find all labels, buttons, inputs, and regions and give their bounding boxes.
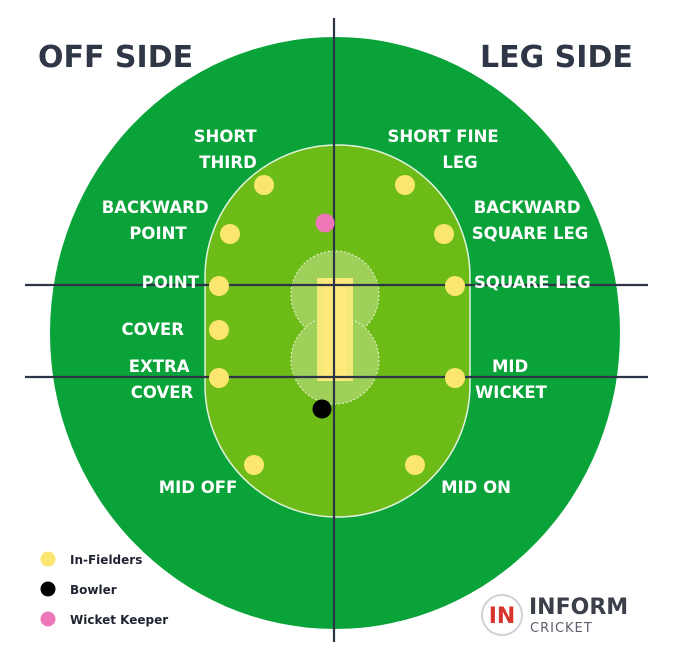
- brand-name: INFORM: [529, 595, 628, 620]
- legend-keeper-label: Wicket Keeper: [70, 613, 168, 627]
- fielder-square-leg: [445, 276, 465, 296]
- leg-side-title: LEG SIDE: [480, 40, 633, 75]
- fielder-short-third: [254, 175, 274, 195]
- fielder-cover: [209, 320, 229, 340]
- label-short-fine-leg: SHORT FINE LEG: [388, 127, 505, 172]
- inform-cricket-logo: IN INFORM CRICKET: [481, 594, 628, 636]
- brand-sub: CRICKET: [530, 621, 593, 636]
- fielder-mid-on: [405, 455, 425, 475]
- logo-letters: IN: [489, 604, 516, 629]
- label-square-leg: SQUARE LEG: [474, 273, 591, 292]
- bowler-dot: [312, 399, 332, 419]
- label-short-third: SHORT THIRD: [194, 127, 263, 172]
- legend-keeper-swatch: [40, 611, 56, 627]
- label-mid-wicket: MID WICKET: [475, 357, 548, 402]
- off-side-title: OFF SIDE: [38, 40, 193, 75]
- legend-infielder-swatch: [40, 551, 56, 567]
- logo-badge: [481, 594, 523, 636]
- fielder-short-fine-leg: [395, 175, 415, 195]
- label-cover: COVER: [122, 320, 185, 339]
- wicket-keeper-dot: [315, 213, 335, 233]
- fielder-backward-point: [220, 224, 240, 244]
- fielder-mid-wicket: [445, 368, 465, 388]
- fielder-extra-cover: [209, 368, 229, 388]
- legend: In-Fielders Bowler Wicket Keeper: [40, 551, 168, 627]
- fielder-mid-off: [244, 455, 264, 475]
- fielder-point: [209, 276, 229, 296]
- legend-infielders-label: In-Fielders: [70, 553, 142, 567]
- legend-bowler-swatch: [40, 581, 56, 597]
- label-mid-off: MID OFF: [159, 478, 238, 497]
- label-mid-on: MID ON: [441, 478, 511, 497]
- label-extra-cover: EXTRA COVER: [129, 357, 195, 402]
- fielder-backward-square-leg: [434, 224, 454, 244]
- label-point: POINT: [142, 273, 200, 292]
- label-backward-square-leg: BACKWARD SQUARE LEG: [472, 198, 589, 243]
- legend-bowler-label: Bowler: [70, 583, 117, 597]
- label-backward-point: BACKWARD POINT: [102, 198, 215, 243]
